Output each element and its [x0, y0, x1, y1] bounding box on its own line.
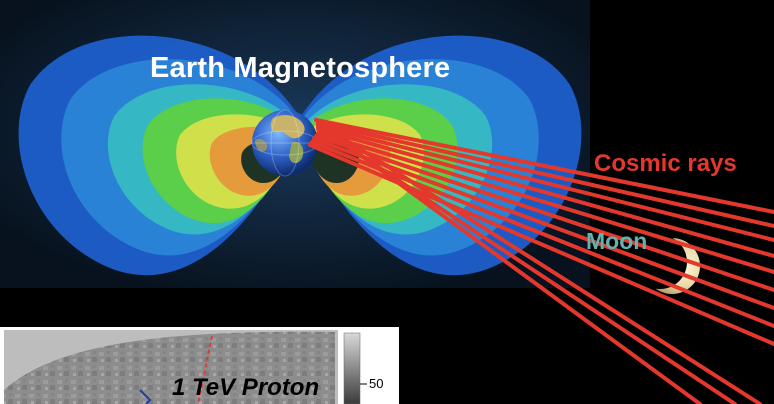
proton-shadow-inset [0, 327, 399, 404]
inset-title: 1 TeV Proton [172, 374, 320, 401]
cosmic-ray-lines [308, 118, 774, 404]
moon-label: Moon [586, 228, 648, 254]
diagram-title: Earth Magnetosphere [150, 52, 451, 84]
cosmic-rays-label: Cosmic rays [594, 150, 737, 177]
colorbar [343, 332, 361, 404]
earth-globe-icon [251, 109, 319, 177]
colorbar-tick-label: 50 [369, 376, 384, 391]
